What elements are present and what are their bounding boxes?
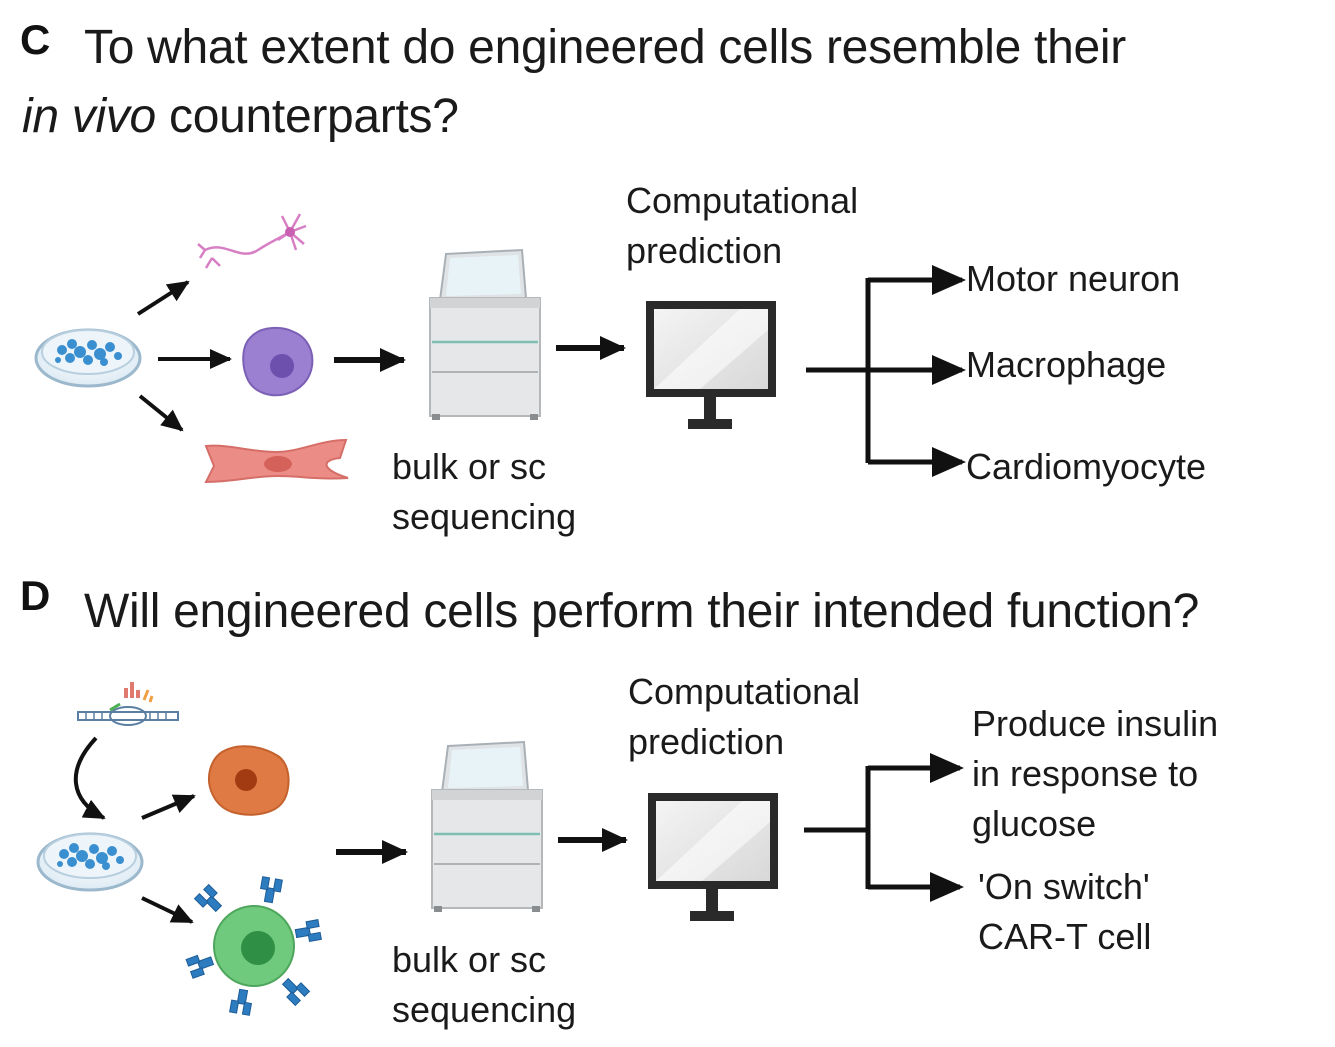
cardiomyocyte-icon [204,438,349,484]
beta-cell-icon [208,745,290,816]
panel-c-question: To what extent do engineered cells resem… [22,20,1126,144]
outcome-insulin: Produce insulin in response to glucose [972,703,1219,844]
curved-arrow [73,736,106,820]
gene-construct-icon [77,682,179,726]
panel-c-prediction-label: Computational prediction [626,180,859,271]
panel-c-question-italic: in vivo [22,90,156,143]
panel-d-question: Will engineered cells perform their inte… [84,585,1200,638]
car-t-cell-icon [185,876,322,1016]
outcome-car-t: 'On switch' CAR-T cell [978,866,1152,957]
outcome-cardiomyocyte: Cardiomyocyte [966,446,1207,487]
panel-c-branch-arrows [806,265,966,477]
panel-c-question-rest: counterparts? [169,90,459,143]
arrow-to-beta-cell [141,794,196,820]
computer-monitor-icon [648,793,778,921]
petri-dish-icon [34,328,142,388]
panel-c-question-line1: To what extent do engineered cells resem… [84,21,1126,74]
panel-c-sequencing-label: bulk or sc sequencing [392,446,577,537]
panel-d-letter: D [20,572,51,619]
arrow-to-cardiomyocyte [138,394,184,432]
outcome-macrophage: Macrophage [966,344,1167,385]
panel-c-letter: C [20,16,51,63]
panel-d-branch-arrows [804,753,964,902]
petri-dish-icon [36,832,144,892]
panel-d-sequencing-label: bulk or sc sequencing [392,939,577,1030]
arrow-to-neuron [136,280,190,316]
arrow-to-t-cell [141,896,194,924]
sequencer-icon [431,740,543,912]
panel-d-prediction-label: Computational prediction [628,671,861,762]
neuron-icon [197,213,307,269]
outcome-motor-neuron: Motor neuron [966,258,1181,299]
sequencer-icon [429,248,541,420]
computer-monitor-icon [646,301,776,429]
macrophage-icon [242,326,314,397]
